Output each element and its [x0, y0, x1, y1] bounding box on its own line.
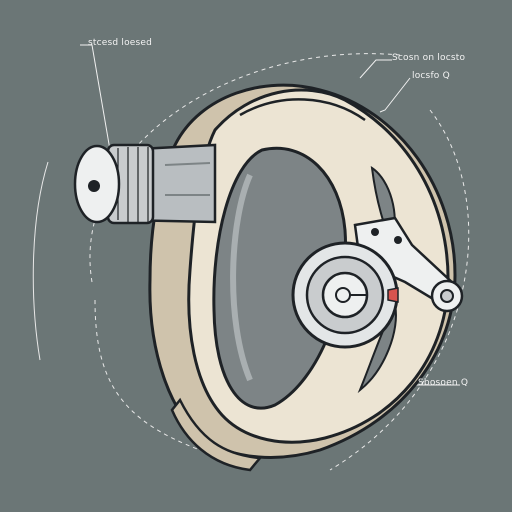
- leader-line-top-left: [80, 44, 111, 151]
- label-top-right-2: locsfo Q: [412, 71, 450, 81]
- spool-cavity-highlight: [230, 173, 253, 382]
- label-top-right-1: Scosn on locsto: [392, 53, 466, 63]
- housing-rim: [239, 98, 366, 122]
- guide-arc-lower: [94, 299, 201, 451]
- shaft-shading: [164, 162, 211, 166]
- arm-rivet: [394, 236, 402, 244]
- arm-rivet: [371, 228, 379, 236]
- pivot-screw: [440, 289, 454, 303]
- shaft-end-hole: [88, 180, 100, 192]
- guide-arc-left: [32, 161, 49, 361]
- leader-line-top-right: [359, 59, 392, 79]
- hub-accent: [387, 287, 399, 303]
- spool-cavity: [212, 146, 348, 410]
- label-top-left: stcesd loesed: [88, 38, 153, 48]
- leader-line-right: [379, 77, 411, 113]
- label-bottom-right: Sbosoen Q: [418, 378, 469, 388]
- reel-foot: [170, 397, 263, 472]
